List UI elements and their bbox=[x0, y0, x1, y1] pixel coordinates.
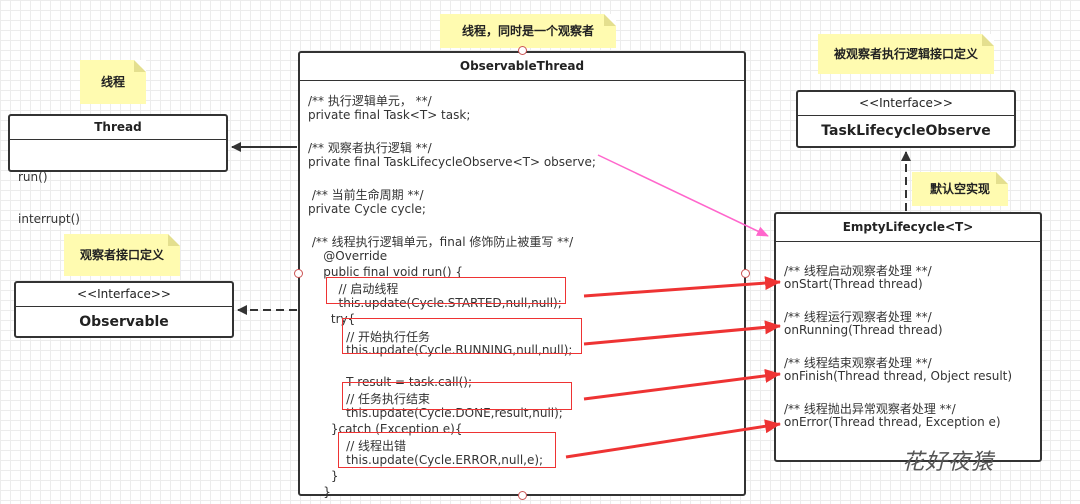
observable-thread-line: this.update(Cycle.ERROR,null,e); bbox=[308, 453, 544, 468]
observable-stereotype: <<Interface>> bbox=[16, 283, 232, 307]
empty-lifecycle-line: onRunning(Thread thread) bbox=[784, 323, 943, 338]
task-lifecycle-observe-interface[interactable]: <<Interface>> TaskLifecycleObserve bbox=[796, 90, 1016, 148]
highlight-running bbox=[342, 318, 582, 354]
empty-lifecycle-line: onFinish(Thread thread, Object result) bbox=[784, 369, 1013, 384]
observable-thread-line: /** 观察者执行逻辑 **/ bbox=[308, 141, 432, 156]
method-interrupt: interrupt() bbox=[18, 212, 80, 226]
watermark: 花好夜猿 bbox=[902, 450, 995, 475]
method-run: run() bbox=[18, 170, 48, 184]
arrow-observe-field bbox=[597, 154, 769, 237]
empty-lifecycle-line: /** 线程结束观察者处理 **/ bbox=[784, 355, 932, 370]
task-lifecycle-name: TaskLifecycleObserve bbox=[821, 123, 991, 139]
observable-thread-line: private final TaskLifecycleObserve<T> ob… bbox=[308, 154, 596, 169]
connector-dot-left[interactable] bbox=[294, 269, 303, 278]
observable-thread-line: /** 当前生命周期 **/ bbox=[308, 188, 424, 203]
observable-thread-line: private Cycle cycle; bbox=[308, 201, 426, 216]
observable-thread-line: private final Task<T> task; bbox=[308, 107, 471, 122]
thread-class-title: Thread bbox=[10, 116, 226, 140]
observable-thread-class[interactable]: ObservableThread bbox=[298, 51, 746, 496]
empty-lifecycle-line: /** 线程运行观察者处理 **/ bbox=[784, 309, 932, 324]
connector-dot-right[interactable] bbox=[741, 269, 750, 278]
arrow-on-finish bbox=[583, 368, 781, 401]
observable-thread-line: /** 执行逻辑单元， **/ bbox=[308, 94, 432, 108]
thread-class[interactable]: Thread run() interrupt() bbox=[8, 114, 228, 226]
empty-lifecycle-line: /** 线程抛出异常观察者处理 **/ bbox=[784, 401, 956, 416]
observable-thread-line: // 启动线程 bbox=[308, 282, 399, 297]
empty-lifecycle-line: /** 线程启动观察者处理 **/ bbox=[784, 264, 932, 278]
observable-thread-line: } bbox=[308, 484, 331, 499]
observable-thread-line: // 开始执行任务 bbox=[308, 329, 431, 344]
observable-thread-line: T result = task.call(); bbox=[308, 374, 473, 389]
observable-thread-line: /** 线程执行逻辑单元，final 修饰防止被重写 **/ bbox=[308, 235, 574, 250]
highlight-error bbox=[338, 432, 556, 468]
empty-lifecycle-line: onError(Thread thread, Exception e) bbox=[784, 415, 1001, 429]
observable-thread-line: // 线程出错 bbox=[308, 439, 407, 454]
arrow-on-running bbox=[583, 320, 781, 346]
connector-dot-bottom[interactable] bbox=[518, 491, 527, 500]
note-observer-interface[interactable]: 观察者接口定义 bbox=[64, 234, 180, 276]
note-thread[interactable]: 线程 bbox=[80, 60, 146, 104]
arrow-on-error bbox=[565, 419, 781, 459]
observable-thread-title: ObservableThread bbox=[300, 53, 744, 81]
observable-thread-line: } bbox=[308, 468, 339, 483]
observable-thread-line: @Override bbox=[308, 249, 388, 263]
empty-lifecycle-line: onStart(Thread thread) bbox=[784, 277, 923, 292]
note-observable-thread[interactable]: 线程，同时是一个观察者 bbox=[440, 14, 616, 48]
observable-thread-line: public final void run() { bbox=[308, 264, 464, 279]
highlight-started bbox=[326, 277, 566, 304]
observable-interface[interactable]: <<Interface>> Observable bbox=[14, 281, 234, 338]
empty-lifecycle-title: EmptyLifecycle<T> bbox=[776, 214, 1040, 242]
task-lifecycle-stereotype: <<Interface>> bbox=[798, 92, 1014, 116]
observable-name: Observable bbox=[79, 314, 169, 330]
note-observe-interface[interactable]: 被观察者执行逻辑接口定义 bbox=[818, 34, 994, 74]
highlight-done bbox=[342, 382, 572, 410]
empty-lifecycle-class[interactable]: EmptyLifecycle<T> bbox=[774, 212, 1042, 462]
observable-thread-line: // 任务执行结束 bbox=[308, 392, 431, 407]
connector-dot-top[interactable] bbox=[518, 46, 527, 55]
thread-class-methods: run() interrupt() bbox=[10, 140, 226, 256]
note-default-impl[interactable]: 默认空实现 bbox=[912, 172, 1008, 206]
arrow-on-start bbox=[583, 276, 781, 298]
